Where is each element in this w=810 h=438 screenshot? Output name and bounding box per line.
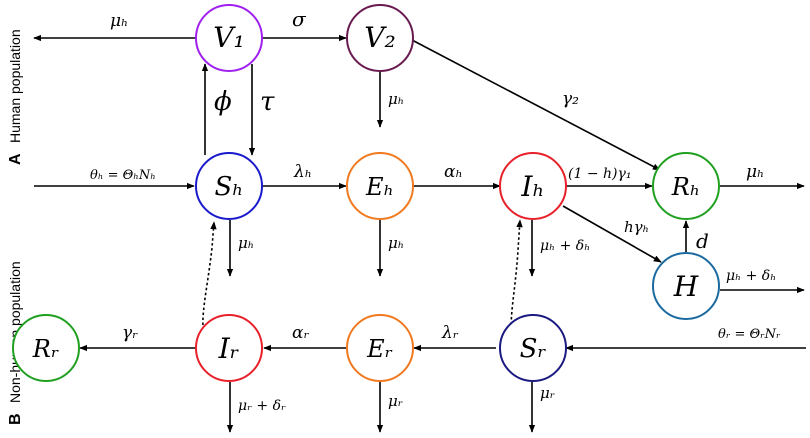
node-h-circle	[652, 252, 720, 320]
node-sr-circle	[499, 314, 567, 382]
node-h-label: H	[673, 270, 699, 303]
node-eh-label: Eₕ	[365, 173, 394, 201]
edge-label-lambda-r: λᵣ	[441, 323, 459, 343]
node-ih-circle	[499, 152, 567, 220]
node-ir-circle	[195, 314, 263, 382]
edge-label-lambda-h: λₕ	[293, 162, 312, 182]
node-ir-label: Iᵣ	[218, 332, 240, 365]
node-sh-label: Sₕ	[214, 172, 243, 202]
node-sh: Sₕ	[195, 152, 263, 220]
node-eh-circle	[346, 152, 414, 220]
node-v1: V₁	[195, 4, 263, 72]
edge-v2-rh	[411, 39, 661, 171]
node-v2-label: V₂	[364, 21, 395, 54]
edge-label-mu-r-delta-r: μᵣ + δᵣ	[238, 398, 286, 414]
node-sr-label: Sᵣ	[520, 334, 547, 364]
node-eh: Eₕ	[346, 152, 414, 220]
node-sr: Sᵣ	[499, 314, 567, 382]
edge-label-mu-h-sh: μₕ	[238, 234, 254, 252]
node-er-label: Eᵣ	[366, 335, 393, 363]
edge-ih-h	[562, 205, 662, 263]
edge-label-gamma2: γ₂	[562, 89, 579, 109]
edge-label-mu-h-v2: μₕ	[388, 90, 404, 108]
edge-label-sigma: σ	[292, 7, 307, 31]
edge-label-alpha-r: αᵣ	[292, 323, 309, 343]
edge-label-mu-h-delta-h-H: μₕ + δₕ	[726, 268, 776, 284]
node-rh: Rₕ	[652, 152, 720, 220]
node-v2-circle	[346, 4, 414, 72]
panel-a-title: Human population	[7, 29, 23, 143]
node-sh-circle	[195, 152, 263, 220]
edge-label-tau: τ	[260, 87, 275, 117]
node-v2: V₂	[346, 4, 414, 72]
node-rh-circle	[652, 152, 720, 220]
node-v1-label: V₁	[213, 21, 244, 54]
node-rr-label: Rᵣ	[32, 335, 59, 363]
node-h: H	[652, 252, 720, 320]
edge-label-d: d	[696, 229, 709, 253]
edge-label-theta-h: θₕ = ΘₕNₕ	[90, 168, 156, 183]
node-er-circle	[346, 314, 414, 382]
node-v1-circle	[195, 4, 263, 72]
node-ir: Iᵣ	[195, 314, 263, 382]
edge-label-alpha-h: αₕ	[444, 162, 463, 182]
panel-b-letter: B	[7, 413, 24, 425]
edge-label-mu-r-sr: μᵣ	[540, 384, 555, 402]
edge-label-mu-h-delta-h-ih: μₕ + δₕ	[540, 238, 590, 254]
node-ih-label: Iₕ	[520, 170, 544, 203]
panel-a-letter: A	[7, 153, 24, 165]
edge-label-one-minus-h-gamma1: (1 − h)γ₁	[568, 166, 631, 182]
edge-label-mu-h-rh: μₕ	[746, 162, 764, 182]
edge-label-gamma-r: γᵣ	[122, 323, 138, 343]
node-er: Eᵣ	[346, 314, 414, 382]
panel-a-label: A Human population	[7, 29, 24, 165]
node-rr-circle	[12, 314, 80, 382]
edge-label-mu-h-eh: μₕ	[388, 234, 404, 252]
edge-label-theta-r: θᵣ = ΘᵣNᵣ	[718, 327, 781, 342]
node-ih: Iₕ	[499, 152, 567, 220]
node-rh-label: Rₕ	[671, 173, 700, 201]
edge-label-mu-r-er: μᵣ	[388, 392, 403, 410]
node-rr: Rᵣ	[12, 314, 80, 382]
edge-label-phi: ϕ	[214, 87, 232, 117]
edge-label-h-gamma-h: hγₕ	[624, 218, 649, 236]
edge-label-mu-h-v1: μₕ	[110, 11, 128, 31]
